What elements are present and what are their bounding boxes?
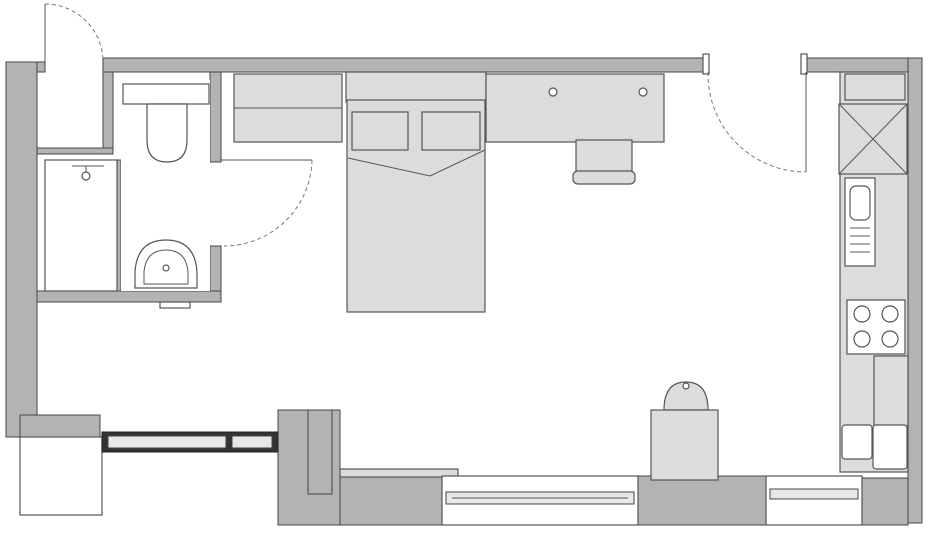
shower-tray xyxy=(44,159,118,292)
bath-partition-top xyxy=(102,71,114,149)
facade-pier-inner xyxy=(307,409,333,495)
toilet-icon xyxy=(146,103,188,163)
bath-bottom-wall xyxy=(36,290,222,303)
cooktop-icon xyxy=(846,299,906,355)
desk-icon xyxy=(485,73,665,143)
window-right-frame xyxy=(765,475,863,526)
right-wall xyxy=(907,57,923,524)
windows xyxy=(101,431,863,526)
bottom-wall-right xyxy=(861,477,909,526)
left-wall xyxy=(5,61,38,438)
shower-icon xyxy=(72,165,104,181)
pillow-left xyxy=(351,111,409,151)
window-sill-ledge xyxy=(339,468,459,478)
bottom-left-sill xyxy=(19,436,103,516)
sink-icon xyxy=(844,177,876,267)
desk-grommet-left xyxy=(548,87,558,97)
right-door-jamb-right xyxy=(800,53,808,75)
main-room xyxy=(233,71,719,481)
bottom-wall-between-windows xyxy=(637,475,767,526)
bathroom xyxy=(44,80,210,309)
left-wall-cap xyxy=(36,61,46,73)
right-door-jamb-left xyxy=(702,53,710,75)
top-wall-main xyxy=(102,57,709,73)
window-right-sash xyxy=(769,488,859,500)
door-swing-icon xyxy=(44,3,104,63)
dining-table-icon xyxy=(650,381,719,481)
bin-left xyxy=(841,424,873,460)
bin-right xyxy=(872,424,908,470)
bottom-wall-mid xyxy=(339,475,443,526)
bottom-left-wall xyxy=(19,414,101,438)
washbasin-icon xyxy=(134,239,198,309)
bed-headboard xyxy=(345,71,487,103)
pillow-right xyxy=(421,111,481,151)
window-left-pane-1 xyxy=(107,435,227,449)
bed-blanket-fold xyxy=(347,149,486,177)
top-wall-right xyxy=(805,57,923,73)
fridge-unit xyxy=(838,103,908,175)
kitchen-drawer xyxy=(873,355,909,427)
right-door-swing xyxy=(707,71,807,173)
bath-door-swing xyxy=(223,159,313,247)
toilet-tank xyxy=(122,83,210,105)
chair-icon xyxy=(572,139,636,185)
bath-right-wall-top xyxy=(209,71,222,163)
doors xyxy=(44,3,808,247)
window-left-pane-2 xyxy=(231,435,273,449)
desk-grommet-right xyxy=(638,87,648,97)
bath-partition-top-h xyxy=(36,147,114,155)
kitchen-upper-cabinet xyxy=(844,73,906,101)
kitchenette xyxy=(838,71,909,473)
